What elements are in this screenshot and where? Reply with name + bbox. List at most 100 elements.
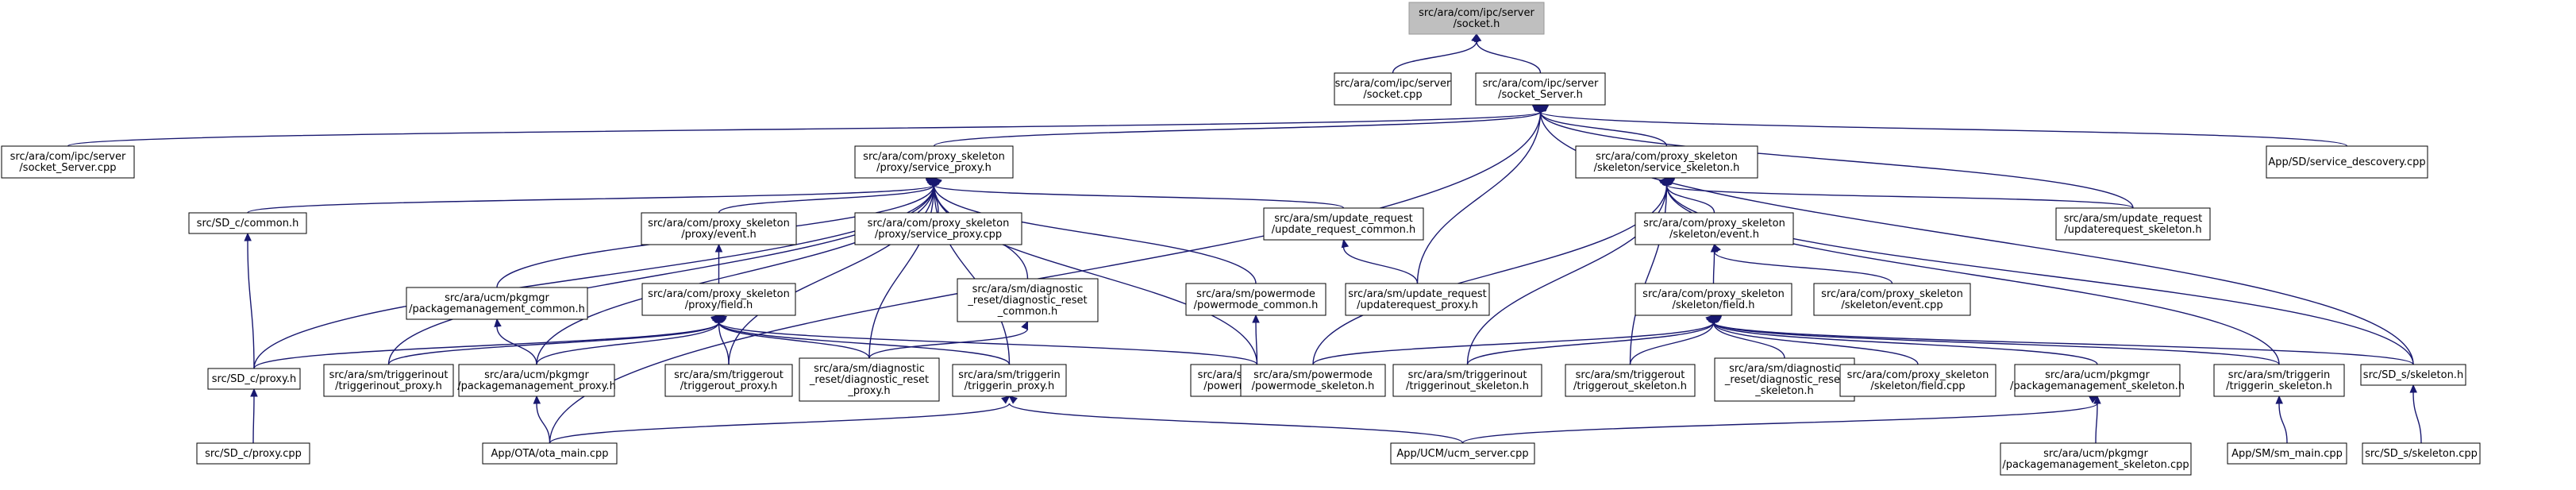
node-sdc-common-h[interactable]: src/SD_c/common.h (188, 212, 307, 234)
node-service-descovery[interactable]: App/SD/service_descovery.cpp (2266, 145, 2428, 179)
node-label-line: /powermode_common.h (1194, 299, 1319, 311)
node-box (2227, 442, 2347, 465)
edge-line (933, 184, 1345, 209)
node-box (1475, 72, 1606, 106)
node-box (323, 364, 454, 397)
node-triggerout-skeleton[interactable]: src/ara/sm/triggerout/triggerout_skeleto… (1565, 364, 1696, 397)
edge-line (1629, 184, 1668, 365)
node-pkgmgr-skeleton-h[interactable]: src/ara/ucm/pkgmgr/packagemanagement_ske… (2010, 364, 2185, 397)
node-service-proxy-cpp[interactable]: src/ara/com/proxy_skeleton/proxy/service… (854, 212, 1022, 245)
edge-line (1629, 322, 1715, 365)
node-socket-cpp[interactable]: src/ara/com/ipc/server/socket.cpp (1334, 72, 1452, 106)
node-box (406, 287, 588, 320)
edge-triggerin-proxy-to-ucm-server (1008, 395, 1464, 444)
node-label-line: /proxy/service_proxy.cpp (875, 229, 1002, 241)
node-box (1839, 364, 1996, 397)
node-box (1345, 283, 1490, 316)
node-label-line: _reset/diagnostic_reset (1724, 374, 1844, 386)
node-skeleton-event-cpp[interactable]: src/ara/com/proxy_skeleton/skeleton/even… (1813, 283, 1971, 316)
edge-service-proxy-h-to-powermode-proxy (933, 177, 1258, 365)
node-powermode-skeleton[interactable]: src/ara/sm/powermode/powermode_skeleton.… (1240, 364, 1386, 397)
node-pkgmgr-proxy[interactable]: src/ara/ucm/pkgmgr/packagemanagement_pro… (457, 364, 616, 397)
node-label-line: src/ara/sm/triggerout (1576, 369, 1685, 381)
node-label-line: src/ara/ucm/pkgmgr (2045, 369, 2150, 381)
node-sdc-proxy-h[interactable]: src/SD_c/proxy.h (207, 368, 301, 390)
node-update-request-common[interactable]: src/ara/sm/update_request/update_request… (1263, 207, 1424, 241)
node-ota-main[interactable]: App/OTA/ota_main.cpp (482, 442, 618, 465)
node-ucm-server[interactable]: App/UCM/ucm_server.cpp (1390, 442, 1535, 465)
node-box (1334, 72, 1452, 106)
node-pkgmgr-skeleton-cpp[interactable]: src/ara/ucm/pkgmgr/packagemanagement_ske… (2000, 442, 2192, 476)
node-label-line: src/ara/com/proxy_skeleton (868, 218, 1010, 230)
node-diag-common[interactable]: src/ara/sm/diagnostic_reset/diagnostic_r… (957, 278, 1099, 322)
edge-line (536, 322, 720, 365)
node-sds-skeleton-cpp[interactable]: src/SD_s/skeleton.cpp (2362, 442, 2481, 465)
node-socket-server-cpp[interactable]: src/ara/com/ipc/server/socket_Server.cpp (1, 145, 135, 179)
node-socket-server-h[interactable]: src/ara/com/ipc/server/socket_Server.h (1475, 72, 1606, 106)
node-label-line: _common.h (997, 306, 1058, 318)
node-label-line: src/SD_c/proxy.cpp (205, 448, 302, 460)
node-box (482, 442, 618, 465)
node-powermode-common[interactable]: src/ara/sm/powermode/powermode_common.h (1185, 283, 1327, 316)
edge-proxy-field-h-to-triggerin-proxy (718, 314, 1011, 365)
node-service-skeleton-h[interactable]: src/ara/com/proxy_skeleton/skeleton/serv… (1575, 145, 1758, 179)
edge-line (1392, 41, 1477, 74)
edge-service-skeleton-h-to-updaterequest-skeleton (1665, 177, 2134, 209)
node-updaterequest-skeleton[interactable]: src/ara/sm/update_request/updaterequest_… (2055, 207, 2211, 241)
node-box (2360, 364, 2466, 386)
node-diag-proxy[interactable]: src/ara/sm/diagnostic_reset/diagnostic_r… (799, 357, 940, 402)
node-triggerinout-proxy[interactable]: src/ara/sm/triggerinout/triggerinout_pro… (323, 364, 454, 397)
node-updaterequest-proxy[interactable]: src/ara/sm/update_request/updaterequest_… (1345, 283, 1490, 316)
node-label-line: src/SD_s/skeleton.cpp (2365, 448, 2478, 460)
node-diag-skeleton[interactable]: src/ara/sm/diagnostic_reset/diagnostic_r… (1714, 357, 1855, 402)
node-label-line: /triggerinout_proxy.h (335, 380, 442, 392)
edge-root-to-socket-cpp (1392, 33, 1479, 74)
edge-line (387, 322, 720, 365)
node-label-line: src/ara/ucm/pkgmgr (2043, 448, 2148, 460)
node-label-line: /skeleton/field.cpp (1870, 380, 1965, 392)
node-label-line: src/ara/sm/triggerout (674, 369, 784, 381)
edge-pkgmgr-skeleton-h-to-pkgmgr-skeleton-cpp (2093, 395, 2101, 444)
node-triggerin-proxy[interactable]: src/ara/sm/triggerin/triggerin_proxy.h (952, 364, 1067, 397)
node-label-line: src/ara/com/proxy_skeleton (648, 218, 790, 230)
edge-line (933, 184, 1257, 284)
node-triggerin-skeleton[interactable]: src/ara/sm/triggerin/triggerin_skeleton.… (2213, 364, 2345, 397)
edge-pkgmgr-skeleton-h-to-ucm-server (1461, 395, 2099, 444)
edge-skeleton-field-h-to-sds-skeleton-h (1712, 314, 2414, 365)
node-sds-skeleton-h[interactable]: src/SD_s/skeleton.h (2360, 364, 2466, 386)
edge-line (1712, 251, 1715, 284)
node-box (458, 364, 615, 397)
node-sdc-proxy-cpp[interactable]: src/SD_c/proxy.cpp (196, 442, 310, 465)
node-triggerout-proxy[interactable]: src/ara/sm/triggerout/triggerout_proxy.h (664, 364, 793, 397)
node-triggerinout-skeleton[interactable]: src/ara/sm/triggerinout/triggerinout_ske… (1392, 364, 1542, 397)
edge-line (718, 184, 935, 214)
node-proxy-field-h[interactable]: src/ara/com/proxy_skeleton/proxy/field.h (641, 283, 796, 316)
edge-line (1539, 111, 1668, 147)
node-sm-main[interactable]: App/SM/sm_main.cpp (2227, 442, 2347, 465)
node-skeleton-field-cpp[interactable]: src/ara/com/proxy_skeleton/skeleton/fiel… (1839, 364, 1996, 397)
node-box (1635, 283, 1792, 316)
node-label-line: /triggerinout_skeleton.h (1406, 380, 1529, 392)
node-label-line: src/ara/sm/triggerin (958, 369, 1061, 381)
node-proxy-event-h[interactable]: src/ara/com/proxy_skeleton/proxy/event.h (641, 212, 797, 245)
node-pkgmgr-common[interactable]: src/ara/ucm/pkgmgr/packagemanagement_com… (406, 287, 588, 320)
edge-arrowhead (933, 177, 942, 187)
node-skeleton-field-h[interactable]: src/ara/com/proxy_skeleton/skeleton/fiel… (1635, 283, 1792, 316)
node-box (664, 364, 793, 397)
node-label-line: /triggerout_proxy.h (680, 380, 778, 392)
edge-proxy-field-h-to-powermode-proxy (718, 314, 1258, 365)
node-box (1575, 145, 1758, 179)
node-label-line: /proxy/service_proxy.h (876, 162, 992, 174)
node-service-proxy-h[interactable]: src/ara/com/proxy_skeleton/proxy/service… (854, 145, 1014, 179)
node-label-line: /packagemanagement_skeleton.h (2010, 380, 2185, 392)
node-label-line: src/ara/sm/diagnostic (972, 284, 1084, 295)
edge-line (1416, 111, 1542, 284)
node-skeleton-event-h[interactable]: src/ara/com/proxy_skeleton/skeleton/even… (1635, 212, 1794, 245)
edge-line (247, 240, 255, 369)
edge-arrowhead (2409, 384, 2417, 393)
edge-line (1712, 322, 1919, 365)
node-label-line: src/SD_c/common.h (197, 218, 299, 230)
node-label-line: src/ara/com/ipc/server (1335, 78, 1451, 90)
edge-proxy-field-h-to-pkgmgr-proxy (536, 314, 720, 365)
